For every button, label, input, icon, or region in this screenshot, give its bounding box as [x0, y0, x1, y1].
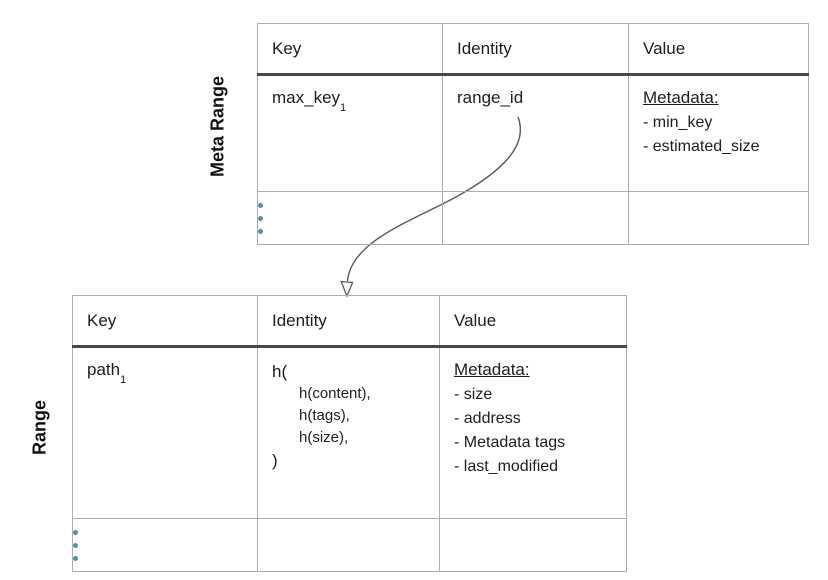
empty-cell	[628, 191, 809, 245]
key-subscript: 1	[120, 374, 127, 387]
meta-range-data-row: max_key1 range_id Metadata: - min_key - …	[257, 74, 809, 192]
meta-range-value-cell: Metadata: - min_key - estimated_size	[628, 74, 809, 192]
value-item: - Metadata tags	[454, 434, 566, 451]
range-column-header-key: Key	[72, 295, 258, 348]
meta-range-label: Meta Range	[207, 75, 228, 178]
value-item: - last_modified	[454, 458, 559, 475]
range-column-header-value: Value	[439, 295, 627, 348]
value-item: - estimated_size	[643, 138, 760, 155]
range-table: Key Identity Value path1 h( h(content), …	[72, 295, 627, 572]
value-heading: Metadata:	[643, 88, 719, 107]
hash-arg: h(size),	[299, 429, 349, 446]
value-item: - min_key	[643, 114, 713, 131]
key-text: max_key	[272, 88, 341, 107]
range-ellipsis-cell	[72, 518, 258, 572]
vertical-ellipsis-icon	[258, 202, 263, 234]
arrow-head	[340, 280, 354, 298]
meta-range-ellipsis-row	[257, 191, 809, 245]
value-heading: Metadata:	[454, 360, 530, 379]
empty-cell	[257, 518, 440, 572]
hash-close: )	[272, 451, 278, 470]
value-item: - size	[454, 386, 493, 403]
range-key-cell: path1	[72, 346, 258, 519]
value-item: - address	[454, 410, 521, 427]
range-header-row: Key Identity Value	[72, 295, 627, 348]
meta-range-column-header-value: Value	[628, 23, 809, 76]
range-identity-cell: h( h(content), h(tags), h(size), )	[257, 346, 440, 519]
meta-range-key-cell: max_key1	[257, 74, 443, 192]
meta-range-column-header-identity: Identity	[442, 23, 629, 76]
meta-range-identity-cell: range_id	[442, 74, 629, 192]
meta-range-ellipsis-cell	[257, 191, 443, 245]
range-ellipsis-row	[72, 518, 627, 572]
vertical-ellipsis-icon	[73, 529, 78, 561]
hash-arg: h(tags),	[299, 407, 350, 424]
hash-arg: h(content),	[299, 385, 371, 402]
hash-open: h(	[272, 362, 288, 381]
empty-cell	[442, 191, 629, 245]
identity-text: range_id	[457, 88, 524, 107]
key-text: path	[87, 360, 121, 379]
range-column-header-identity: Identity	[257, 295, 440, 348]
range-value-cell: Metadata: - size - address - Metadata ta…	[439, 346, 627, 519]
key-subscript: 1	[340, 102, 347, 115]
meta-range-header-row: Key Identity Value	[257, 23, 809, 76]
meta-range-column-header-key: Key	[257, 23, 443, 76]
empty-cell	[439, 518, 627, 572]
range-data-row: path1 h( h(content), h(tags), h(size), )…	[72, 346, 627, 519]
meta-range-table: Key Identity Value max_key1 range_id Met…	[257, 23, 809, 245]
range-label: Range	[29, 400, 50, 456]
